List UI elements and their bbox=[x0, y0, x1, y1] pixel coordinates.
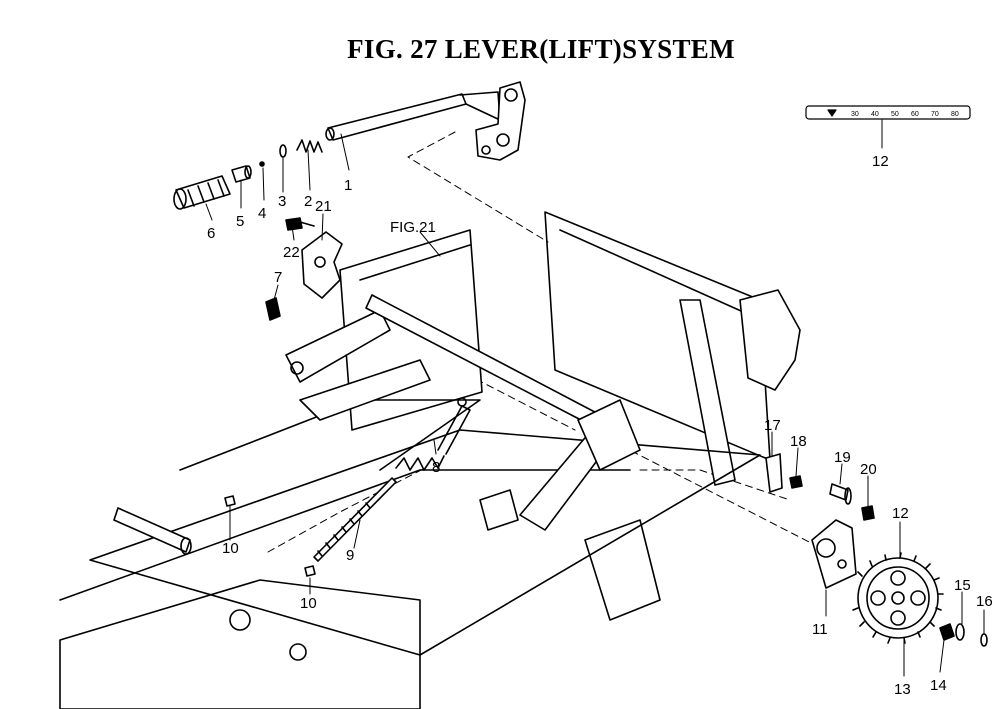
scale-tick: 30 bbox=[851, 111, 859, 118]
nut-part-10b bbox=[304, 565, 316, 577]
callout-10b: 10 bbox=[300, 595, 317, 612]
callout-12a: 12 bbox=[872, 153, 889, 170]
scale-tick: 40 bbox=[871, 111, 879, 118]
callout-16: 16 bbox=[976, 593, 993, 610]
main-frame bbox=[59, 211, 801, 709]
figure-title: FIG. 27 LEVER(LIFT)SYSTEM bbox=[347, 34, 735, 64]
callout-21: 21 bbox=[315, 198, 332, 215]
callout-13: 13 bbox=[894, 681, 911, 698]
bolt-part-22 bbox=[285, 217, 315, 231]
spring-part-8 bbox=[395, 397, 471, 471]
callout-4: 4 bbox=[258, 205, 266, 222]
callout-3: 3 bbox=[278, 193, 286, 210]
dial-wheel-part-12 bbox=[852, 552, 944, 644]
grip-part-6 bbox=[173, 175, 231, 210]
collar-part-5 bbox=[231, 165, 252, 183]
bracket-part-17 bbox=[765, 453, 783, 493]
pin-part-19 bbox=[829, 483, 852, 505]
callout-8: 8 bbox=[432, 459, 440, 476]
plate-part-21 bbox=[301, 231, 343, 299]
callout-18: 18 bbox=[790, 433, 807, 450]
scale-label-decal bbox=[805, 105, 971, 120]
callout-6: 6 bbox=[207, 225, 215, 242]
rod-part-9 bbox=[313, 477, 397, 562]
scale-tick: 70 bbox=[931, 111, 939, 118]
bolt-part-14 bbox=[939, 623, 955, 641]
washer-part-15 bbox=[955, 623, 965, 641]
washer-part-3 bbox=[279, 144, 287, 158]
callout-5: 5 bbox=[236, 213, 244, 230]
bolt-part-7 bbox=[265, 297, 281, 321]
callout-7: 7 bbox=[274, 269, 282, 286]
callout-9: 9 bbox=[346, 547, 354, 564]
figure-reference: FIG.21 bbox=[390, 219, 436, 236]
bolt-part-20 bbox=[861, 505, 875, 521]
callout-1: 1 bbox=[344, 177, 352, 194]
nut-part-10a bbox=[224, 495, 236, 507]
callout-20: 20 bbox=[860, 461, 877, 478]
callout-15: 15 bbox=[954, 577, 971, 594]
leader-lines bbox=[205, 119, 985, 677]
callout-11: 11 bbox=[812, 621, 828, 638]
pin-part-4 bbox=[259, 161, 265, 167]
callout-19: 19 bbox=[834, 449, 851, 466]
scale-tick: 50 bbox=[891, 111, 899, 118]
lift-lever bbox=[325, 81, 526, 161]
bracket-part-11 bbox=[811, 519, 857, 589]
callout-14: 14 bbox=[930, 677, 947, 694]
scale-tick: 60 bbox=[911, 111, 919, 118]
callout-2: 2 bbox=[304, 193, 312, 210]
spring-part-2 bbox=[296, 139, 323, 153]
scale-tick: 80 bbox=[951, 111, 959, 118]
callout-12b: 12 bbox=[892, 505, 909, 522]
callout-22: 22 bbox=[283, 244, 300, 261]
ring-part-16 bbox=[980, 633, 988, 647]
callout-17: 17 bbox=[764, 417, 781, 434]
bolt-part-18 bbox=[789, 475, 803, 489]
callout-10a: 10 bbox=[222, 540, 239, 557]
